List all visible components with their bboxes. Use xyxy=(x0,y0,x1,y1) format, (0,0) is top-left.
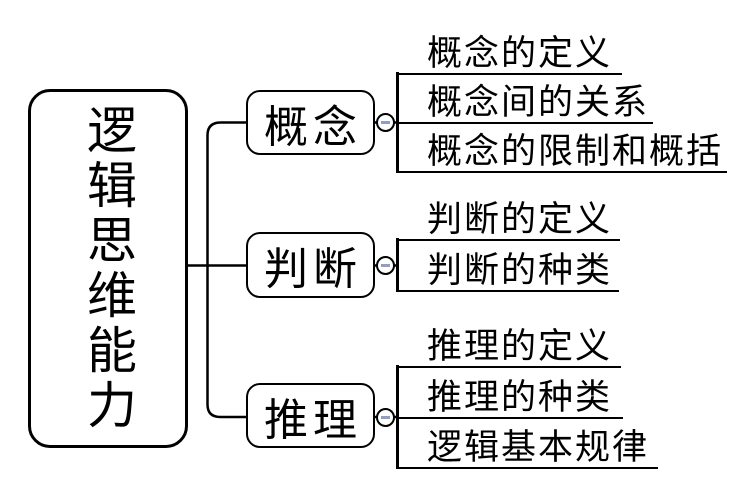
leaf-node-label: 逻辑基本规律 xyxy=(427,427,650,467)
branch-node-judgment[interactable]: 判断 xyxy=(246,232,375,298)
leaf-node-label: 判断的种类 xyxy=(427,250,613,290)
leaf-node[interactable]: 概念的定义 xyxy=(396,30,622,75)
minus-icon xyxy=(380,264,390,267)
leaf-node-label: 推理的定义 xyxy=(427,326,613,366)
leaf-node[interactable]: 判断的种类 xyxy=(396,247,619,292)
collapse-toggle-reasoning[interactable] xyxy=(375,407,395,427)
collapse-toggle-concept[interactable] xyxy=(375,113,395,132)
leaf-node[interactable]: 判断的定义 xyxy=(396,196,620,241)
leaf-node-label: 概念间的关系 xyxy=(427,82,650,122)
leaf-node[interactable]: 概念间的关系 xyxy=(396,79,653,124)
root-node[interactable]: 逻辑思维能力 xyxy=(28,89,188,448)
leaf-node[interactable]: 逻辑基本规律 xyxy=(396,424,658,469)
leaf-node[interactable]: 推理的种类 xyxy=(396,374,623,419)
leaf-node-label: 推理的种类 xyxy=(427,377,613,417)
branch-node-label: 判断 xyxy=(264,245,362,294)
branch-node-label: 概念 xyxy=(264,102,362,152)
root-node-label: 逻辑思维能力 xyxy=(80,103,136,434)
leaf-node-label: 概念的限制和概括 xyxy=(427,131,724,171)
branch-node-label: 推理 xyxy=(264,395,362,445)
leaf-node[interactable]: 概念的限制和概括 xyxy=(396,128,727,173)
leaf-node[interactable]: 推理的定义 xyxy=(396,323,621,368)
minus-icon xyxy=(380,121,390,124)
branch-node-reasoning[interactable]: 推理 xyxy=(246,383,375,448)
branch-node-concept[interactable]: 概念 xyxy=(246,90,375,155)
leaf-trunk-judgment xyxy=(396,237,399,292)
collapse-toggle-judgment[interactable] xyxy=(375,256,395,275)
leaf-node-label: 概念的定义 xyxy=(427,33,613,73)
leaf-node-label: 判断的定义 xyxy=(427,199,613,239)
minus-icon xyxy=(380,415,390,419)
